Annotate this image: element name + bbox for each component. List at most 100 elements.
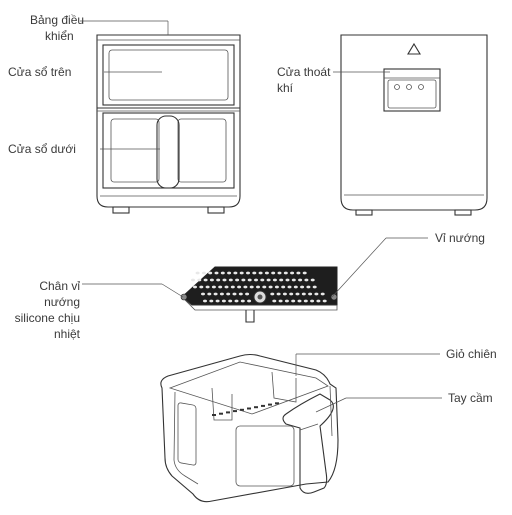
basket-hole [219, 412, 223, 415]
grill-hole [262, 285, 267, 289]
grill-hole [293, 285, 298, 289]
grill-hole [302, 271, 307, 275]
grill-hole [282, 292, 287, 296]
label-silicone-feet-line4: nhiệt [53, 327, 80, 341]
grill-hole [197, 278, 202, 282]
grill-hole [233, 271, 238, 275]
grill-hole [272, 299, 277, 303]
grill-hole [260, 278, 265, 282]
lower-window-right [177, 118, 227, 183]
air-outlet-frame [383, 68, 441, 112]
back-body [340, 34, 488, 211]
grill-hole [232, 292, 237, 296]
label-air-outlet-line1: Cửa thoát [277, 65, 331, 79]
grill-hole [243, 285, 248, 289]
upper-window-glass [108, 49, 229, 101]
grill-hole [252, 271, 257, 275]
grill-hole [240, 299, 245, 303]
grill-hole [214, 271, 219, 275]
grill-hole [296, 271, 301, 275]
grill-hole [283, 271, 288, 275]
upper-window-frame [102, 44, 235, 106]
grill-hole [295, 292, 300, 296]
basket-hole [212, 414, 216, 416]
grill-hole [270, 292, 275, 296]
back-view [340, 34, 488, 216]
grill-hole [246, 271, 250, 275]
label-silicone-feet-line2: nướng [44, 295, 80, 309]
grill-hole [303, 299, 308, 303]
basket-hole [233, 410, 237, 413]
grill-hole [285, 278, 290, 282]
grill-hole [235, 278, 240, 282]
grill-hole [258, 271, 263, 275]
grill-hole [289, 292, 294, 296]
grill-hole [284, 299, 289, 303]
grill-hole [291, 278, 296, 282]
grill-hole [234, 299, 239, 303]
grill-hole [201, 271, 206, 275]
grill-hole [264, 271, 269, 275]
fry-basket [160, 353, 339, 503]
label-control-panel: Bảng điều khiển [30, 12, 84, 44]
grill-hole [268, 285, 273, 289]
back-foot-right [454, 209, 472, 216]
grill-hole [228, 299, 233, 303]
grill-hole [224, 285, 229, 289]
warning-triangle-icon [407, 42, 421, 55]
grill-hole [228, 278, 233, 282]
grill-hole [312, 285, 317, 289]
grill-hole [209, 299, 214, 303]
grill-hole [203, 278, 208, 282]
grill-hole [247, 278, 252, 282]
basket-hole [254, 406, 258, 409]
grill-hole [199, 285, 204, 289]
basket-hole [226, 411, 230, 414]
label-lower-window: Cửa sổ dưới [8, 142, 76, 156]
basket-hole [261, 404, 265, 407]
grill-hole [279, 278, 284, 282]
label-air-outlet-line2: khí [277, 81, 294, 95]
basket-hole [275, 402, 279, 405]
grill-hole [191, 278, 195, 282]
grill-hole [209, 278, 214, 282]
grill-hole [195, 271, 200, 275]
grill-holes [191, 271, 327, 303]
grill-hole [304, 278, 309, 282]
grill-hole [266, 278, 271, 282]
leader-lines [80, 20, 442, 413]
grill-hole [298, 278, 303, 282]
grill-hole [314, 292, 319, 296]
grill-hole [208, 271, 213, 275]
basket-outer [160, 353, 339, 503]
label-control-panel-line2: khiển [45, 29, 74, 43]
grill-hole [215, 299, 220, 303]
label-air-outlet: Cửa thoát khí [277, 64, 330, 96]
grill-hole [203, 299, 207, 303]
grill-hole [277, 271, 282, 275]
label-fry-basket: Giỏ chiên [446, 347, 497, 361]
grill-hole [211, 285, 216, 289]
label-grill-rack: Vỉ nướng [435, 231, 485, 245]
grill-hole [222, 278, 227, 282]
grill-hole [241, 278, 246, 282]
grill-hole [316, 299, 321, 303]
basket-hole [247, 407, 251, 410]
grill-hole [220, 271, 225, 275]
back-foot-left [355, 209, 373, 216]
label-handle: Tay cầm [448, 391, 493, 405]
grill-hole [247, 299, 252, 303]
grill-hole [290, 271, 295, 275]
grill-hole [281, 285, 286, 289]
grill-hole [271, 271, 276, 275]
basket-handle [282, 393, 334, 494]
grill-hole [249, 285, 254, 289]
lower-window-frame [102, 112, 235, 189]
grill-hole [219, 292, 224, 296]
lower-window-left [110, 118, 160, 183]
basket-hole [240, 408, 244, 411]
basket-front-panel [235, 425, 295, 487]
grill-hole [306, 285, 311, 289]
grill-hole [300, 285, 305, 289]
